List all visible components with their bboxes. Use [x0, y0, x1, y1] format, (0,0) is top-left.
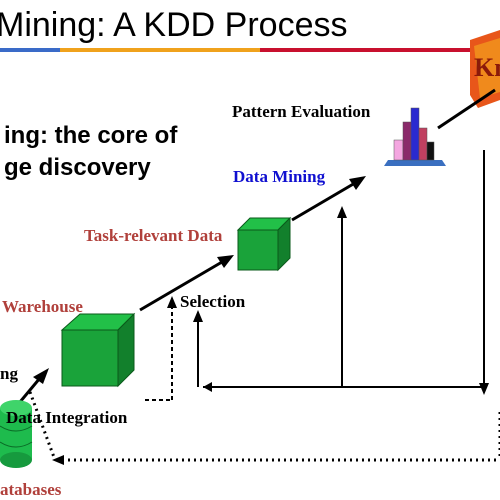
data-mining-label: Data Mining	[233, 167, 326, 186]
warehouse-cube	[60, 312, 136, 388]
feedback-arrowheads	[193, 206, 489, 395]
arrow-warehouse-to-task	[139, 260, 223, 312]
process-arrows	[3, 88, 496, 421]
database-cylinder	[0, 400, 33, 468]
databases-label: atabases	[0, 480, 62, 499]
arrow-task-to-mining	[291, 181, 356, 222]
selection-dashed	[145, 306, 173, 401]
logo-text: Kn	[474, 53, 500, 82]
task-relevant-data-label: Task-relevant Data	[84, 226, 223, 245]
data-integration-label: Data Integration	[6, 408, 128, 427]
selection-label: Selection	[180, 292, 246, 311]
bar-chart-icon	[384, 107, 446, 166]
arrow-heads	[33, 176, 366, 384]
slide-subtitle: ing: the core of ge discovery	[4, 120, 177, 184]
data-cleaning-label: ng	[0, 364, 18, 383]
slide-title: Mining: A KDD Process	[0, 6, 348, 44]
dotted-loop	[28, 391, 500, 462]
title-rule	[0, 48, 470, 52]
arrow-mining-to-knowledge	[437, 88, 496, 130]
subtitle-line-2: ge discovery	[4, 154, 151, 181]
subtitle-line-1: ing: the core of	[4, 122, 178, 149]
task-data-cube	[236, 216, 292, 272]
feedback-lines	[197, 150, 485, 388]
knowledge-logo: Kn	[470, 30, 500, 108]
pattern-evaluation-label: Pattern Evaluation	[232, 102, 371, 121]
data-warehouse-label: Warehouse	[2, 297, 83, 316]
